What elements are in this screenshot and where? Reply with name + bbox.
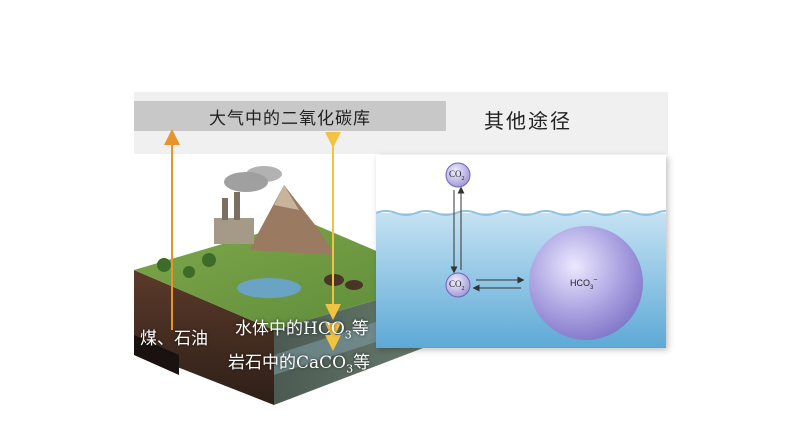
- atmosphere-co2-pool: 大气中的二氧化碳库: [134, 101, 446, 131]
- co2-top-label: CO2: [449, 169, 465, 182]
- co2-water-bubble: [445, 272, 471, 298]
- water-hco3-label: 水体中的HCO3等: [235, 319, 369, 342]
- coal-oil-label: 煤、石油: [140, 329, 208, 349]
- ocean-carbon-diagram: [376, 155, 666, 348]
- hco3-label: HCO3−: [570, 277, 598, 291]
- co2-atmosphere-bubble: [445, 162, 471, 188]
- co2-bottom-label: CO2: [449, 279, 465, 292]
- rock-caco3-label: 岩石中的CaCO3等: [228, 353, 371, 376]
- other-paths-label: 其他途径: [484, 109, 572, 133]
- atmosphere-co2-pool-label: 大气中的二氧化碳库: [209, 108, 371, 129]
- hco3-sphere: [529, 226, 643, 340]
